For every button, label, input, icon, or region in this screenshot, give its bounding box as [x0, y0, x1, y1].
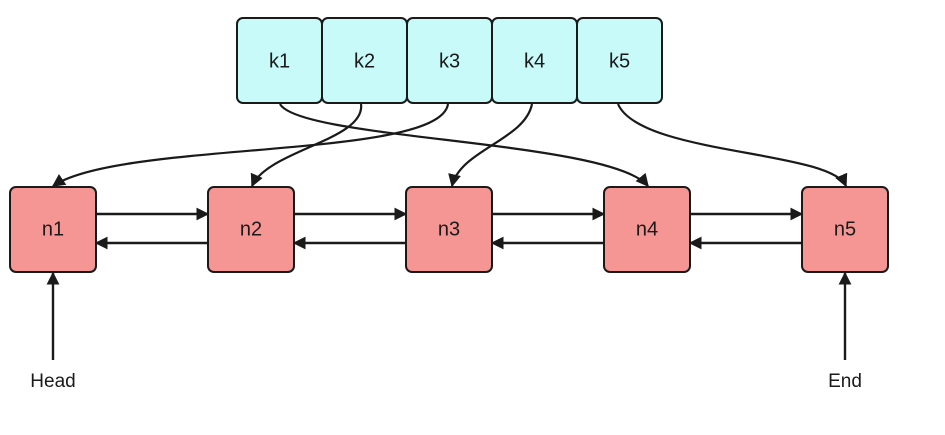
node-box-n2: n2: [207, 186, 295, 273]
key-label-k4: k4: [524, 50, 545, 72]
key-box-k4: k4: [491, 17, 578, 104]
mapping-arrows: [51, 103, 848, 188]
key-box-k2: k2: [321, 17, 408, 104]
key-box-k5: k5: [576, 17, 663, 104]
node-box-n3: n3: [405, 186, 493, 273]
key-box-k1: k1: [236, 17, 323, 104]
node-label-n1: n1: [42, 218, 64, 240]
node-label-n3: n3: [438, 218, 460, 240]
key-label-k1: k1: [269, 50, 290, 72]
list-links: [94, 207, 804, 250]
mapping-arrow-k5-n5: [616, 103, 848, 188]
mapping-arrow-k3-n1: [51, 103, 450, 187]
node-label-n4: n4: [636, 218, 658, 240]
node-label-n5: n5: [834, 218, 856, 240]
key-label-k3: k3: [439, 50, 460, 72]
key-box-k3: k3: [406, 17, 493, 104]
node-label-n2: n2: [240, 218, 262, 240]
node-box-n5: n5: [801, 186, 889, 273]
key-label-k2: k2: [354, 50, 375, 72]
head-label: Head: [30, 371, 75, 392]
mapping-arrow-k1-n4: [279, 103, 649, 187]
mapping-arrow-k4-n3: [448, 103, 534, 188]
keys-row: k1 k2 k3 k4 k5: [236, 17, 663, 104]
nodes-row: n1 n2 n3 n4 n5: [9, 186, 889, 273]
node-box-n4: n4: [603, 186, 691, 273]
key-label-k5: k5: [609, 50, 630, 72]
mapping-arrow-k2-n2: [250, 103, 363, 188]
end-label: End: [828, 371, 862, 392]
pointer-arrows: [46, 271, 852, 360]
node-box-n1: n1: [9, 186, 97, 273]
